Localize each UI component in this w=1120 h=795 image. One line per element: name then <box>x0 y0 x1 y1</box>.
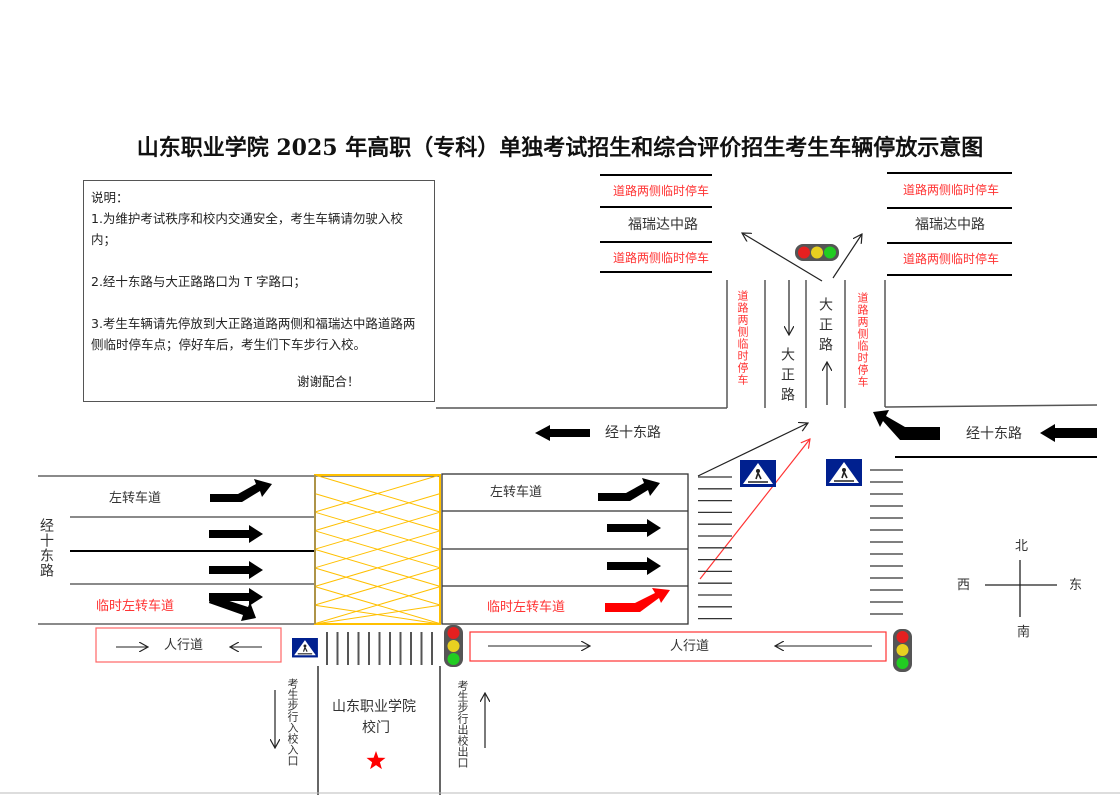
sidewalk-east <box>469 631 887 662</box>
dazheng-road <box>436 280 1098 409</box>
yellow-grid-line <box>314 604 441 625</box>
westbound-arrow <box>535 425 590 441</box>
pedestrian-crossing-sign <box>291 637 319 659</box>
parking-label-vertical: 道路两侧临时停车 <box>856 292 869 388</box>
school-name: 山东职业学院 <box>332 699 416 715</box>
school-gate: 校门 <box>362 720 390 736</box>
westbound-turn-arrow <box>873 410 940 440</box>
straight-arrow <box>209 561 263 579</box>
traffic-light-north <box>795 244 839 261</box>
compass-east: 东 <box>1069 578 1083 593</box>
furuida-road-west <box>600 174 712 273</box>
yellow-grid-line <box>314 474 441 513</box>
yellow-grid-line <box>314 530 441 569</box>
compass-south: 南 <box>1017 625 1031 640</box>
note-item-2: 2.经十东路与大正路路口为 T 字路口； <box>91 274 307 289</box>
yellow-grid-line <box>314 548 441 587</box>
note-heading: 说明： <box>91 190 129 205</box>
temp-left-turn-path <box>699 439 810 580</box>
sidewalk-label: 人行道 <box>670 639 710 654</box>
temp-left-turn-lane-label: 临时左转车道 <box>96 599 175 614</box>
sidewalk-label: 人行道 <box>164 638 204 653</box>
star-icon <box>366 751 386 770</box>
yellow-grid-line <box>314 511 441 550</box>
jingshi-road-label: 经十东路 <box>966 426 1022 442</box>
right-turn-arrow <box>209 595 256 621</box>
sidewalk-west <box>95 627 282 663</box>
walk-out-label: 考生步行出校出口 <box>456 680 469 768</box>
pedestrian-crossing-sign <box>825 458 863 487</box>
parking-label: 道路两侧临时停车 <box>613 184 710 198</box>
traffic-light-gate <box>444 625 463 667</box>
temp-left-turn-arrow <box>605 588 670 612</box>
yellow-grid-line <box>314 567 441 606</box>
turn-west-arrow <box>742 233 823 282</box>
walk-in-label: 考生步行入校入口 <box>286 678 299 766</box>
straight-arrow <box>607 519 661 537</box>
note-thanks: 谢谢配合！ <box>297 374 360 389</box>
left-turn-lane-label: 左转车道 <box>109 491 162 506</box>
dazheng-road-label: 大正路 <box>779 347 795 407</box>
compass-north: 北 <box>1015 539 1029 554</box>
dazheng-road-label: 大正路 <box>817 297 833 357</box>
page-title: 山东职业学院 2025 年高职（专科）单独考试招生和综合评价招生考生车辆停放示意… <box>136 135 984 161</box>
jingshi-road-label: 经十东路 <box>38 518 54 578</box>
straight-arrow <box>607 557 661 575</box>
furuida-road-label: 福瑞达中路 <box>915 217 985 233</box>
yellow-grid-line <box>314 586 441 625</box>
diagonal-arrow <box>697 423 808 477</box>
parking-label: 道路两侧临时停车 <box>613 251 710 265</box>
furuida-road-label: 福瑞达中路 <box>628 217 698 233</box>
westbound-arrow-east <box>1040 424 1097 442</box>
compass <box>985 560 1057 617</box>
east-lanes <box>441 473 689 625</box>
parking-label-vertical: 道路两侧临时停车 <box>736 290 749 386</box>
parking-label: 道路两侧临时停车 <box>903 183 1000 197</box>
jingshi-road-label: 经十东路 <box>605 425 661 441</box>
note-item-1: 1.为维护考试秩序和校内交通安全，考生车辆请勿驶入校内； <box>91 211 403 247</box>
traffic-light-east <box>893 629 912 672</box>
furuida-road-east <box>887 172 1012 276</box>
left-turn-arrow <box>598 478 660 501</box>
pedestrian-crossing-sign <box>739 459 777 488</box>
parking-label: 道路两侧临时停车 <box>903 252 1000 266</box>
straight-arrow <box>209 525 263 543</box>
instructions-box: 说明： 1.为维护考试秩序和校内交通安全，考生车辆请勿驶入校内； 2.经十东路与… <box>83 180 435 402</box>
temp-left-turn-lane-label: 临时左转车道 <box>487 600 566 615</box>
left-turn-arrow <box>210 479 272 502</box>
note-item-3: 3.考生车辆请先停放到大正路道路两侧和福瑞达中路道路两侧临时停车点；停好车后，考… <box>91 316 416 352</box>
yellow-grid-line <box>314 493 441 532</box>
compass-west: 西 <box>957 578 971 593</box>
turn-east-arrow <box>832 234 862 279</box>
left-turn-lane-label: 左转车道 <box>490 485 543 500</box>
